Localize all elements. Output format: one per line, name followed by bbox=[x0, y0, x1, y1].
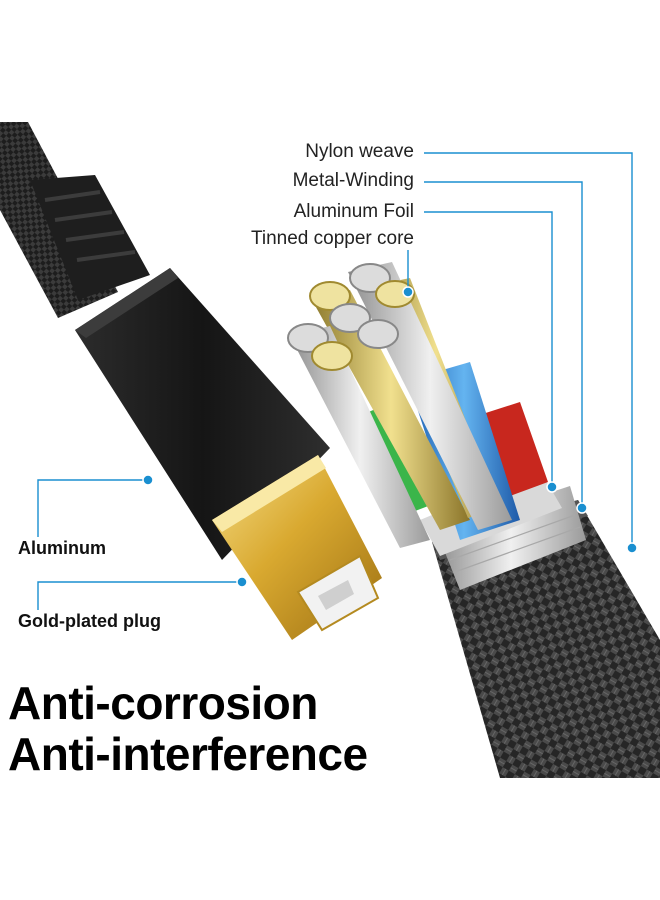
headline-anti-interference: Anti-interference bbox=[8, 728, 368, 780]
usb-b-plug-assembly bbox=[0, 122, 382, 640]
gold-wire-a bbox=[312, 290, 470, 530]
callout-line-gold-plated-plug bbox=[37, 581, 242, 610]
dot-tinned-copper-core bbox=[402, 286, 414, 298]
label-tinned-copper-core: Tinned copper core bbox=[250, 228, 414, 249]
callout-line-aluminum-foil bbox=[424, 211, 553, 487]
label-aluminum-foil: Aluminum Foil bbox=[293, 201, 414, 222]
label-nylon-weave: Nylon weave bbox=[305, 141, 414, 162]
callout-dots bbox=[142, 286, 638, 588]
dot-gold-plated-plug bbox=[236, 576, 248, 588]
dot-aluminum-foil bbox=[546, 481, 558, 493]
callout-lines bbox=[37, 152, 633, 610]
dot-aluminum bbox=[142, 474, 154, 486]
callout-line-metal-winding bbox=[424, 181, 583, 508]
label-gold-plated-plug: Gold-plated plug bbox=[18, 611, 161, 631]
cable-cutaway bbox=[287, 262, 660, 778]
dot-nylon-weave bbox=[626, 542, 638, 554]
label-metal-winding: Metal-Winding bbox=[292, 170, 414, 191]
silver-wire-a bbox=[290, 326, 430, 548]
wire-tips bbox=[287, 263, 415, 371]
dot-metal-winding bbox=[576, 502, 588, 514]
strain-relief-ridges bbox=[44, 190, 136, 262]
callout-line-nylon-weave bbox=[424, 152, 633, 548]
callout-line-aluminum bbox=[37, 479, 148, 537]
label-aluminum: Aluminum bbox=[18, 538, 106, 558]
headline-anti-corrosion: Anti-corrosion bbox=[8, 677, 318, 729]
